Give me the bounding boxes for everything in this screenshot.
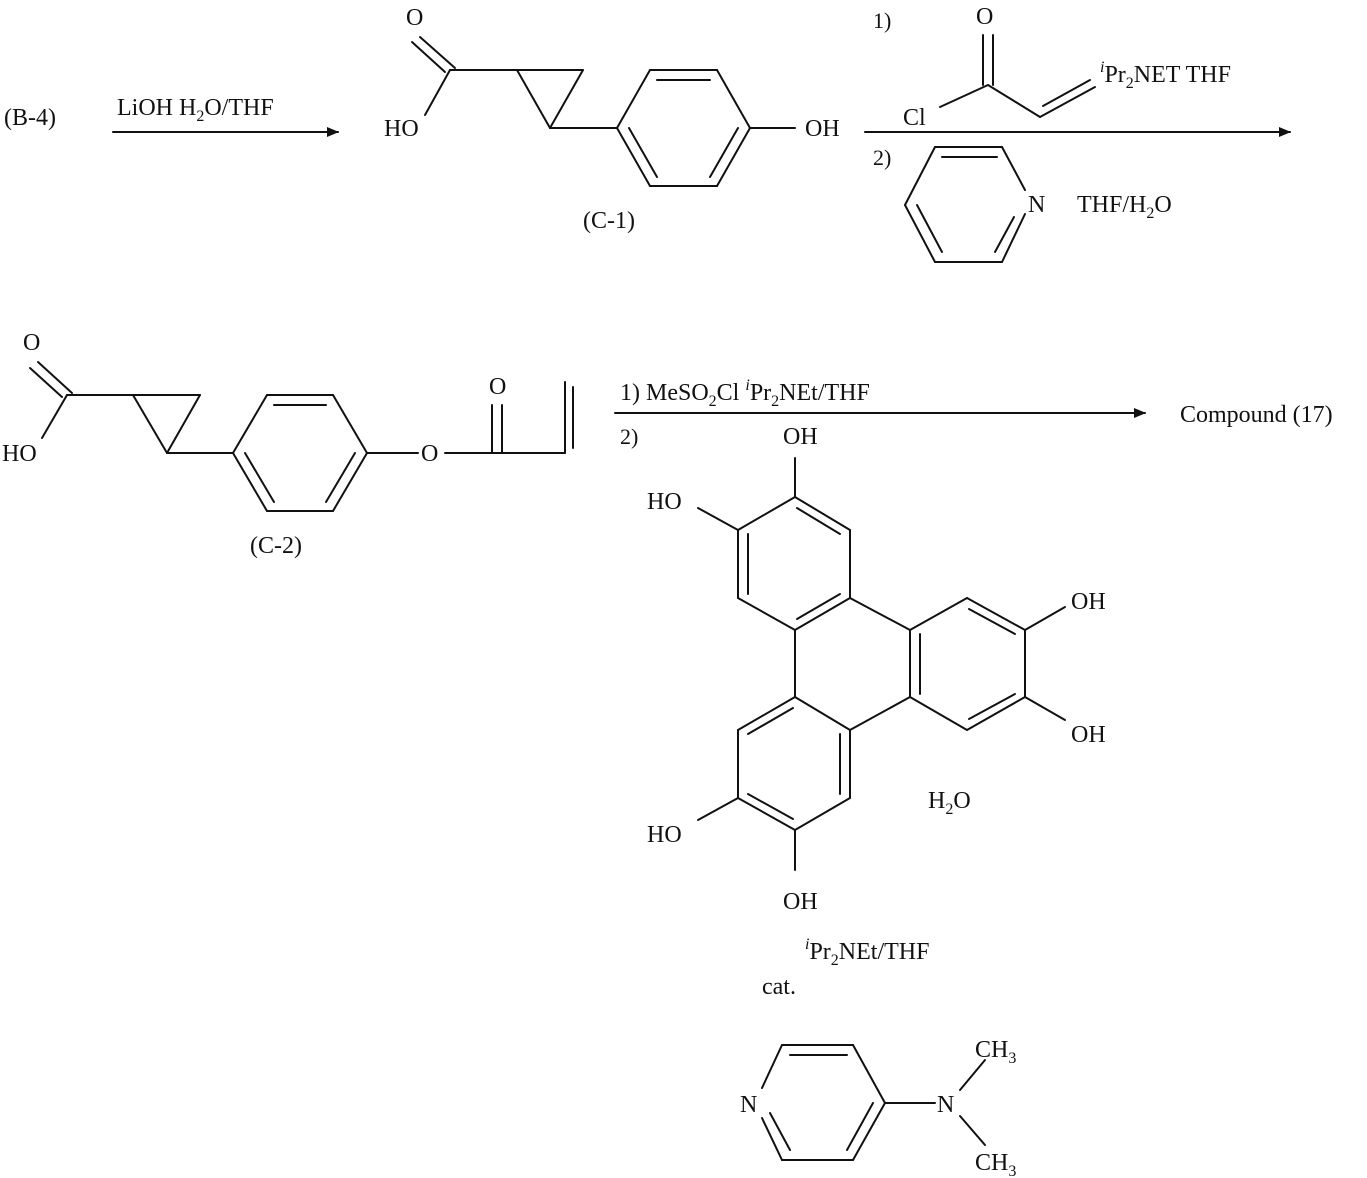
hexahydroxytriphenylene [698, 458, 1065, 870]
reagent-lioh: LiOH H2O/THF [117, 95, 274, 125]
hexaol-oh-4: OH [1071, 722, 1106, 748]
c1-acid-oh: HO [384, 116, 419, 142]
base-ipr2net-thf: iPr2NET THF [1100, 59, 1231, 92]
solvent-ipr2net-thf: iPr2NEt/THF [805, 936, 929, 969]
pyridine-ring [905, 147, 1025, 262]
c1-phenol-oh: OH [805, 116, 840, 142]
product-label: Compound (17) [1180, 402, 1333, 428]
dmap-ring-n: N [740, 1092, 757, 1118]
c2-acid-oh: HO [2, 441, 37, 467]
c1-carbonyl-o: O [406, 5, 423, 31]
dmap-amine-n: N [937, 1092, 954, 1118]
compound-label-c2: (C-2) [250, 533, 302, 559]
hexaol-oh-2: HO [647, 489, 682, 515]
hexaol-oh-1: OH [783, 424, 818, 450]
solvent-thf-water: THF/H2O [1077, 192, 1172, 222]
step3-line1: 1) MeSO2Cl iPr2NEt/THF [620, 377, 870, 410]
start-compound-label: (B-4) [4, 105, 56, 131]
hexaol-oh-6: OH [783, 889, 818, 915]
molecule-c1 [412, 37, 795, 186]
water-label: H2O [928, 788, 971, 818]
dmap-methyl-1: CH3 [975, 1037, 1016, 1067]
acyl-carbonyl-o: O [976, 4, 993, 30]
acyl-chloride-cl: Cl [903, 105, 926, 131]
c2-ester-carbonyl-o: O [489, 374, 506, 400]
catalyst-label: cat. [762, 974, 796, 1000]
c2-ester-o: O [421, 441, 438, 467]
c2-carbonyl-o: O [23, 330, 40, 356]
pyridine-n: N [1028, 192, 1045, 218]
hexaol-oh-3: OH [1071, 589, 1106, 615]
dmap-methyl-2: CH3 [975, 1150, 1016, 1178]
hexaol-oh-5: HO [647, 822, 682, 848]
acryloyl-chloride [940, 35, 1095, 117]
step2-num-1: 1) [873, 8, 891, 33]
step2-num-2: 2) [873, 145, 891, 170]
step3-num-2: 2) [620, 424, 638, 449]
compound-label-c1: (C-1) [583, 208, 635, 234]
